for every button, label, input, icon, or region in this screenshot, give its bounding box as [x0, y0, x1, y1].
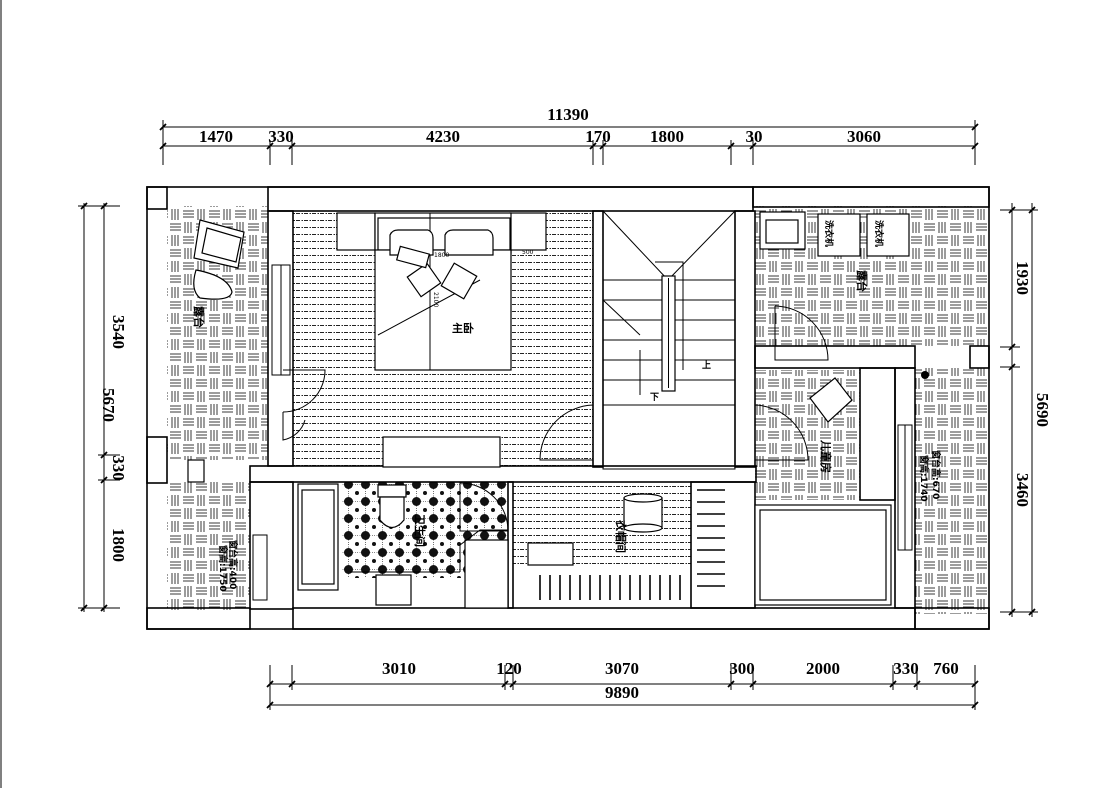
washer-1-label: 洗衣机: [823, 220, 835, 247]
double-bed: [374, 249, 512, 371]
bed-side-dim: 500: [522, 249, 534, 256]
sill-note-left-1: 窗台高:400: [227, 540, 239, 589]
dim-bottom-5: 2000: [806, 659, 840, 678]
washer-2-label: 洗衣机: [873, 220, 885, 247]
dim-bottom-3: 3070: [605, 659, 639, 678]
dim-top-1: 1470: [199, 127, 233, 146]
balcony-right-label: 露台: [855, 270, 869, 292]
dim-top-total: 11390: [547, 105, 589, 124]
dim-bottom-total: 9890: [605, 683, 639, 702]
dim-top-4: 170: [585, 127, 611, 146]
nightstand-left: [336, 212, 376, 251]
sill-note-right-2: 窗高:1740: [918, 455, 930, 502]
dim-top-5: 1800: [650, 127, 684, 146]
dim-bottom-6: 330: [893, 659, 919, 678]
dim-right-1: 1930: [1013, 261, 1032, 295]
dim-bottom-1: 3010: [382, 659, 416, 678]
dimension-ticks: [80, 123, 1036, 709]
dim-left-total: 5670: [99, 388, 118, 422]
dim-bottom-4: 300: [729, 659, 755, 678]
sill-note-left-2: 窗高:1750: [217, 545, 229, 592]
stairs-down-label: 下: [650, 392, 659, 403]
furniture: 1800 500 2100: [193, 211, 929, 609]
dim-top-7: 3060: [847, 127, 881, 146]
dim-right-2: 3460: [1013, 473, 1032, 507]
dim-top-6: 30: [746, 127, 763, 146]
dimension-lines: [78, 120, 1038, 710]
dim-bottom-2: 120: [496, 659, 522, 678]
kids-room-label: 儿童房: [819, 439, 833, 473]
dim-top-3: 4230: [426, 127, 460, 146]
bed-length-dim: 2100: [432, 292, 439, 307]
dim-left-2: 330: [109, 455, 128, 481]
dimension-labels: 11390 1470 330 4230 170 1800 30 3060 989…: [99, 105, 1052, 702]
dim-top-2: 330: [268, 127, 294, 146]
staircase: 上 下: [602, 210, 736, 470]
sill-note-right-1: 窗台高:670: [930, 450, 942, 499]
nightstand-right: [509, 212, 547, 251]
doors: [187, 305, 829, 532]
master-bedroom-label: 主卧: [452, 321, 474, 335]
dim-right-total: 5690: [1033, 393, 1052, 427]
dim-left-3: 1800: [109, 528, 128, 562]
dim-bottom-7: 760: [933, 659, 959, 678]
dim-left-1: 3540: [109, 315, 128, 349]
bathroom-label: 卫生间: [413, 514, 427, 547]
closet-label: 衣帽间: [614, 520, 628, 553]
room-labels: 主卧 露台 露台 卫生间 衣帽间 儿童房 洗衣机 洗衣机 窗台高:400 窗高:…: [192, 220, 942, 592]
stairs-up-label: 上: [702, 359, 711, 371]
bed-width-dim: 1800: [434, 252, 449, 259]
balcony-left-label: 露台: [192, 306, 206, 328]
